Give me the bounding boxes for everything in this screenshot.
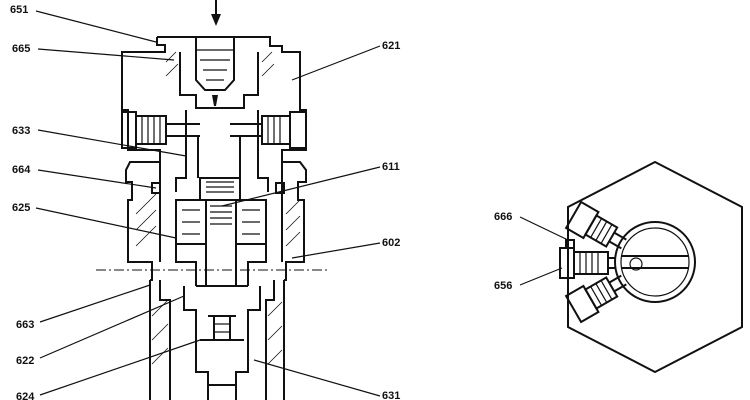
valve-body [125, 161, 307, 281]
flow-arrow [211, 0, 221, 26]
callout-602: 602 [382, 237, 400, 249]
callout-633: 633 [12, 125, 30, 137]
callout-663: 663 [16, 319, 34, 331]
valve-head-block [121, 36, 307, 162]
leader-lines-left [35, 10, 201, 396]
right-side-plug [230, 111, 307, 149]
left-plug [559, 239, 616, 279]
spool-assembly [175, 199, 267, 287]
callout-labels-left: 651 665 633 664 625 663 622 624 [10, 4, 35, 400]
leader-lines-right [221, 45, 381, 397]
callout-664: 664 [12, 164, 31, 176]
callout-labels-right: 621 611 602 631 [382, 40, 400, 400]
lower-cartridge [149, 280, 285, 400]
main-section-view: 651 665 633 664 625 663 622 624 621 611 … [10, 0, 400, 400]
callout-665: 665 [12, 43, 30, 55]
callout-625: 625 [12, 202, 30, 214]
left-side-plug [121, 111, 200, 149]
callout-651: 651 [10, 4, 28, 16]
hexagon-outline [567, 160, 743, 374]
lower-plug [564, 274, 627, 324]
callout-621: 621 [382, 40, 400, 52]
callout-622: 622 [16, 355, 34, 367]
callout-656: 656 [494, 280, 512, 292]
callout-666: 666 [494, 211, 512, 223]
callout-624: 624 [16, 391, 35, 400]
callout-611: 611 [382, 161, 400, 173]
callout-631: 631 [382, 390, 400, 400]
central-bore-circle [614, 221, 696, 303]
hexagon-detail-view: 666 656 [494, 160, 743, 374]
upper-plug [564, 200, 627, 250]
